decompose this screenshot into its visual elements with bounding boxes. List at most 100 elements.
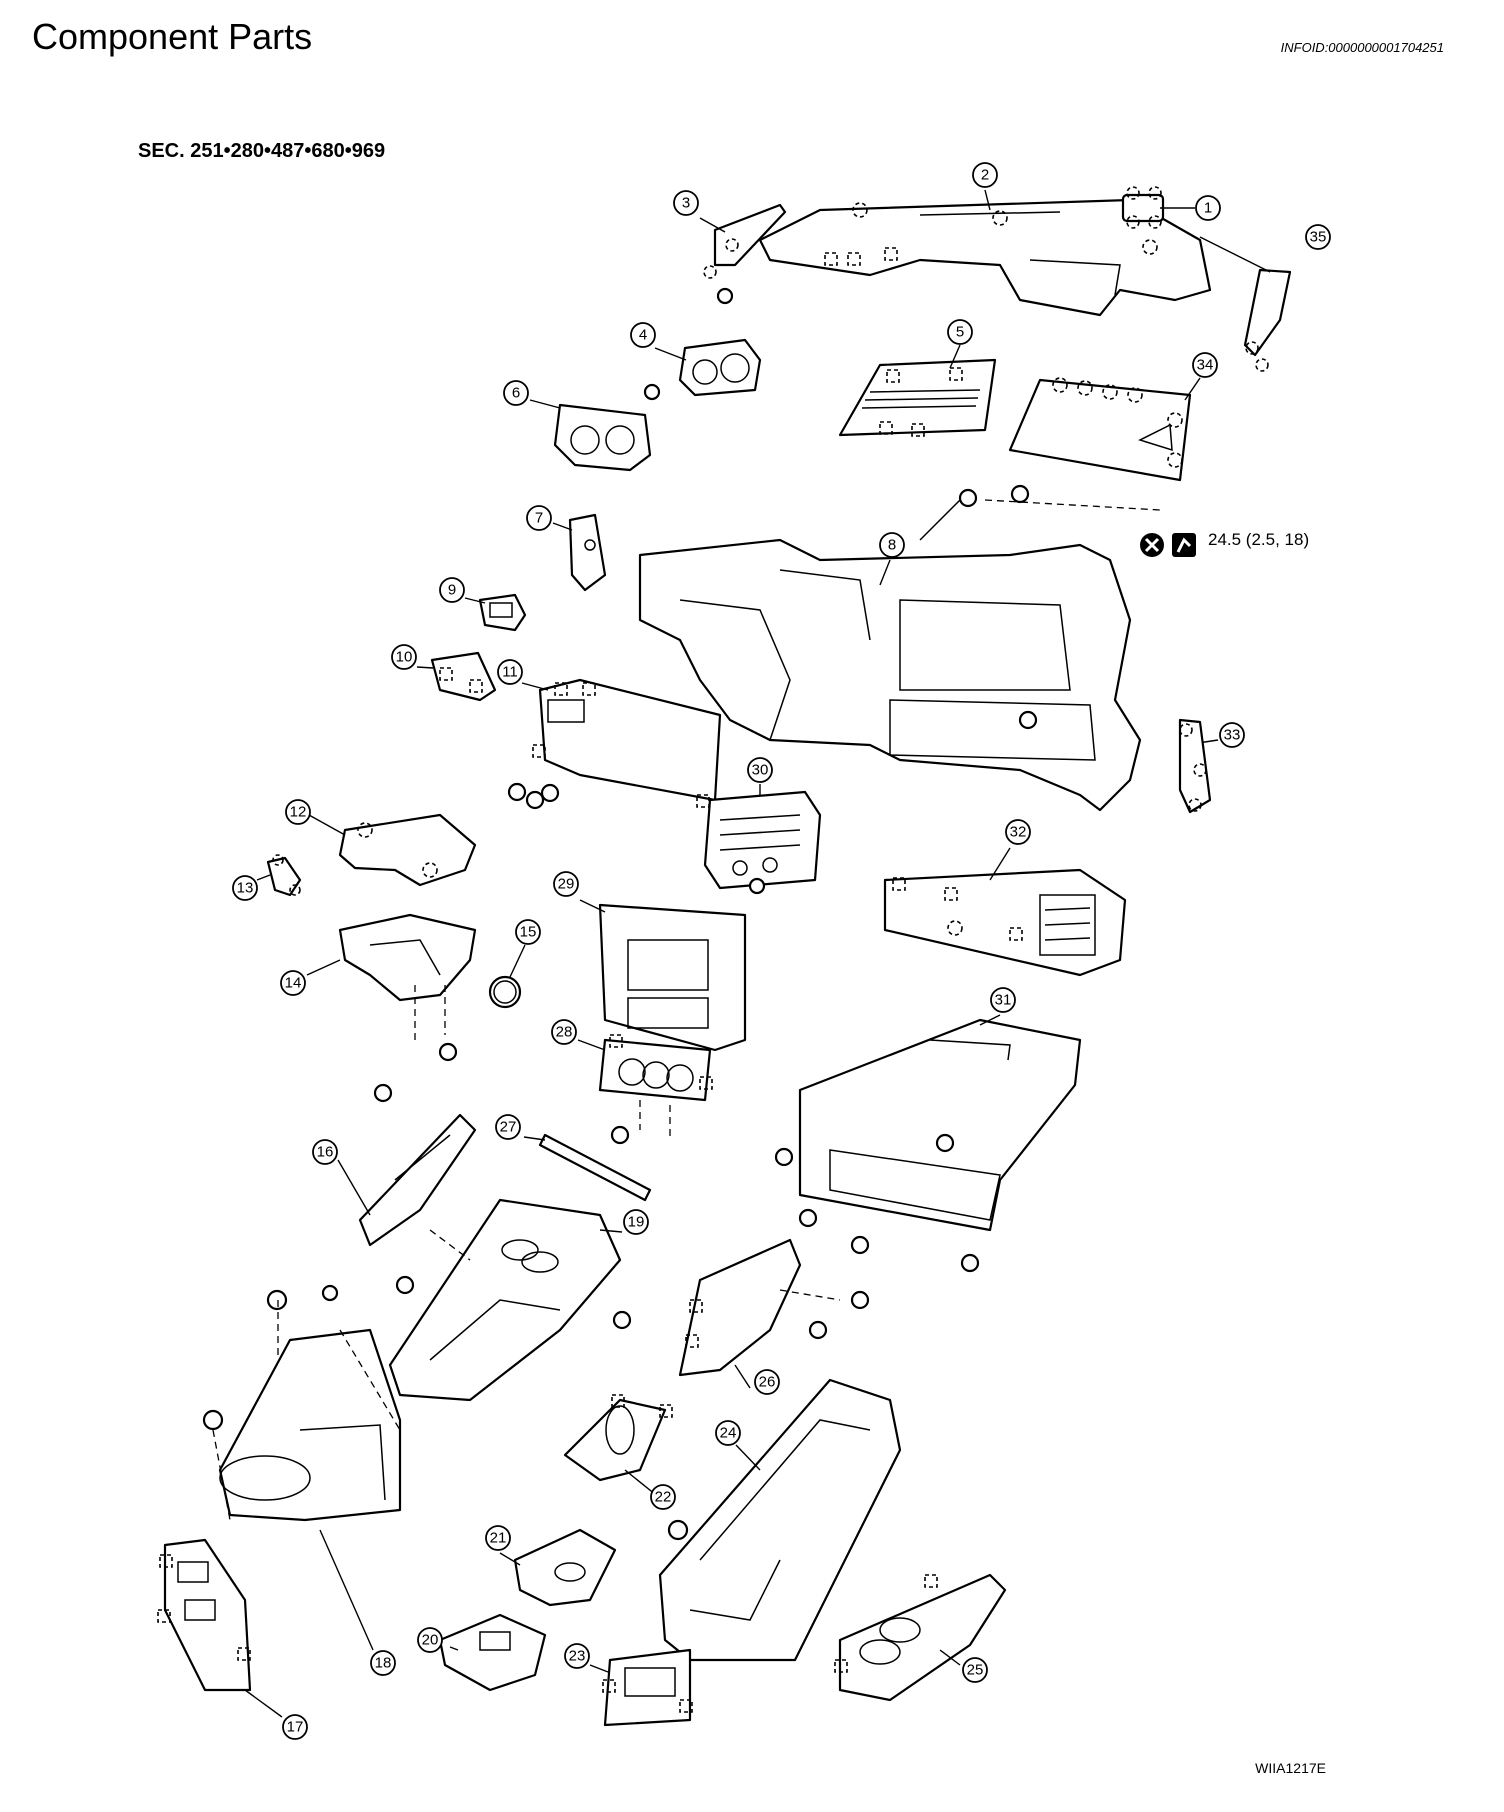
callout-10: 10 <box>391 644 417 670</box>
svg-text:32: 32 <box>1010 824 1027 841</box>
part-center-cluster-lid <box>598 903 747 1052</box>
svg-text:5: 5 <box>956 324 964 341</box>
svg-text:9: 9 <box>448 582 456 599</box>
callout-17: 17 <box>282 1714 308 1740</box>
callout-24: 24 <box>715 1420 741 1446</box>
callout-27: 27 <box>495 1114 521 1140</box>
svg-text:13: 13 <box>237 880 254 897</box>
svg-text:8: 8 <box>888 537 896 554</box>
callout-32: 32 <box>1005 819 1031 845</box>
svg-text:6: 6 <box>512 385 520 402</box>
part-lower-finisher <box>358 1083 477 1247</box>
part-rear-panel <box>157 1538 252 1692</box>
do-not-reuse-icon <box>1140 533 1164 557</box>
callout-30: 30 <box>747 757 773 783</box>
part-instrument-pad <box>758 198 1212 317</box>
svg-text:4: 4 <box>639 327 647 344</box>
part-instrument-panel <box>638 499 1142 812</box>
part-cluster-lid <box>553 403 652 472</box>
info-id: INFOID:0000000001704251 <box>1280 40 1444 55</box>
callout-19: 19 <box>623 1209 649 1235</box>
svg-text:3: 3 <box>682 195 690 212</box>
svg-text:26: 26 <box>759 1374 776 1391</box>
part-armrest-console <box>202 1284 402 1522</box>
callout-23: 23 <box>564 1643 590 1669</box>
svg-text:35: 35 <box>1310 229 1327 246</box>
svg-text:21: 21 <box>490 1530 507 1547</box>
callout-26: 26 <box>754 1369 780 1395</box>
callout-18: 18 <box>370 1650 396 1676</box>
callout-5: 5 <box>947 319 973 345</box>
svg-text:29: 29 <box>558 876 575 893</box>
part-passenger-cover <box>958 377 1192 508</box>
part-glove-box <box>774 1018 1082 1273</box>
svg-text:7: 7 <box>535 510 543 527</box>
callout-14: 14 <box>280 970 306 996</box>
svg-text:27: 27 <box>500 1119 517 1136</box>
callout-35: 35 <box>1305 224 1331 250</box>
section-label: SEC. 251•280•487•680•969 <box>138 140 386 162</box>
callout-2: 2 <box>972 162 998 188</box>
svg-text:33: 33 <box>1224 727 1241 744</box>
part-center-ventilator <box>883 868 1127 977</box>
svg-text:15: 15 <box>520 924 537 941</box>
callout-4: 4 <box>630 322 656 348</box>
part-bracket-strip <box>538 1133 652 1202</box>
part-heater-control <box>598 1034 713 1145</box>
svg-text:10: 10 <box>396 649 413 666</box>
svg-text:16: 16 <box>317 1144 334 1161</box>
part-side-finisher-right <box>1243 268 1292 372</box>
part-switch-bezel <box>438 1613 547 1692</box>
figure-code: WIIA1217E <box>1255 1760 1326 1776</box>
callout-31: 31 <box>990 987 1016 1013</box>
callout-34: 34 <box>1192 352 1218 378</box>
svg-text:20: 20 <box>422 1632 439 1649</box>
callout-9: 9 <box>439 577 465 603</box>
callout-3: 3 <box>673 190 699 216</box>
svg-text:12: 12 <box>290 804 307 821</box>
part-audio-unit <box>703 790 822 895</box>
part-side-bracket-33 <box>1178 718 1212 814</box>
part-clip-13 <box>266 854 302 897</box>
svg-text:25: 25 <box>967 1662 984 1679</box>
callout-29: 29 <box>553 871 579 897</box>
part-side-finisher-left <box>703 203 787 305</box>
part-console-front <box>388 1198 632 1402</box>
callout-25: 25 <box>962 1657 988 1683</box>
part-clip-pair <box>1121 186 1165 229</box>
part-cup-holder-plate <box>513 1528 617 1607</box>
part-console-body <box>658 1320 902 1662</box>
part-column-cover-lower <box>338 913 477 1062</box>
svg-text:14: 14 <box>285 975 302 992</box>
svg-text:22: 22 <box>655 1489 672 1506</box>
callout-22: 22 <box>650 1484 676 1510</box>
part-column-cover-upper <box>338 813 477 887</box>
svg-text:28: 28 <box>556 1024 573 1041</box>
callout-6: 6 <box>503 380 529 406</box>
callout-15: 15 <box>515 919 541 945</box>
torque-wrench-icon <box>1172 533 1196 557</box>
part-panel-10 <box>430 651 497 702</box>
part-switch-7 <box>568 513 607 592</box>
part-combination-meter <box>643 338 762 401</box>
svg-text:19: 19 <box>628 1214 645 1231</box>
part-switch-9 <box>478 593 527 632</box>
callout-33: 33 <box>1219 722 1245 748</box>
callout-7: 7 <box>526 505 552 531</box>
svg-text:31: 31 <box>995 992 1012 1009</box>
page-title: Component Parts <box>32 16 313 57</box>
callout-21: 21 <box>485 1525 511 1551</box>
callout-12: 12 <box>285 799 311 825</box>
callout-20: 20 <box>417 1627 443 1653</box>
part-ring <box>488 975 522 1009</box>
svg-text:2: 2 <box>981 167 989 184</box>
part-bracket-23 <box>602 1648 693 1727</box>
svg-text:34: 34 <box>1197 357 1214 374</box>
callout-13: 13 <box>232 875 258 901</box>
part-defroster-grille <box>838 358 997 437</box>
part-console-side-finisher <box>678 1238 870 1377</box>
part-rear-cup-holder <box>834 1573 1007 1702</box>
svg-text:17: 17 <box>287 1719 304 1736</box>
svg-text:11: 11 <box>502 664 518 681</box>
